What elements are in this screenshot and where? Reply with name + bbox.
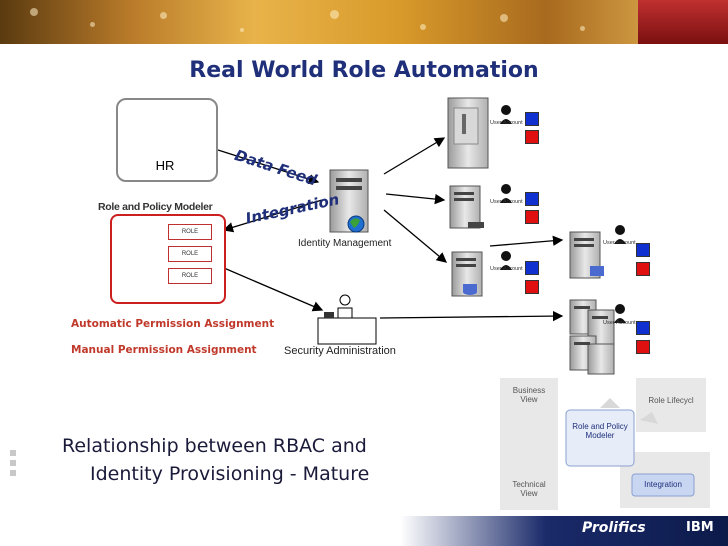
lifecycle-diagram xyxy=(500,378,710,510)
account-red-square xyxy=(525,210,539,224)
role-box: ROLE xyxy=(168,246,212,262)
idm-to-server2-arrow xyxy=(385,193,446,205)
header-banner xyxy=(0,0,728,44)
identity-management-label: Identity Management xyxy=(298,238,392,249)
account-blue-square xyxy=(636,243,650,257)
header-accent xyxy=(638,0,728,44)
target-server-2-icon xyxy=(449,185,484,229)
user-account-label: User Account xyxy=(603,240,636,246)
footer-bar xyxy=(0,516,728,546)
business-view-label: Business View xyxy=(512,386,546,404)
data-feed-arrow xyxy=(217,149,320,185)
idm-to-server3-arrow xyxy=(383,209,447,263)
automatic-assignment-label: Automatic Permission Assignment xyxy=(71,318,275,330)
target-server-1-icon xyxy=(447,97,489,169)
manual-assignment-label: Manual Permission Assignment xyxy=(71,344,257,356)
technical-view-panel xyxy=(500,430,558,510)
account-red-square xyxy=(525,130,539,144)
hr-label: HR xyxy=(155,158,175,173)
lifecycle-integration-label: Integration xyxy=(644,480,682,489)
server-chain-arrow xyxy=(489,235,564,247)
security-administration-label: Security Administration xyxy=(284,345,396,357)
account-blue-square xyxy=(525,112,539,126)
account-red-square xyxy=(525,280,539,294)
subtitle-line-2: Identity Provisioning - Mature xyxy=(90,463,370,485)
technical-view-label: Technical View xyxy=(512,480,546,498)
secadmin-to-server-arrow xyxy=(379,310,564,322)
role-box: ROLE xyxy=(168,224,212,240)
idm-to-server1-arrow xyxy=(383,137,446,175)
modeler-label: Role and Policy Modeler xyxy=(98,201,213,213)
identity-management-server-icon xyxy=(329,169,369,233)
user-account-label: User Account xyxy=(490,266,523,272)
account-blue-square xyxy=(525,261,539,275)
account-red-square xyxy=(636,262,650,276)
subtitle-line-1: Relationship between RBAC and xyxy=(62,435,367,457)
account-blue-square xyxy=(525,192,539,206)
slide-subtitle: Relationship between RBAC and Identity P… xyxy=(62,432,442,488)
user-account-label: User Account xyxy=(490,120,523,126)
user-account-label: User Account xyxy=(603,320,636,326)
user-account-person-icons xyxy=(500,105,626,323)
modeler-box: ROLE ROLE ROLE xyxy=(110,214,226,304)
target-server-3-icon xyxy=(451,251,483,297)
flow-arrows xyxy=(217,137,564,322)
lifecycle-center-label: Role and Policy Modeler xyxy=(572,422,628,440)
hr-box xyxy=(116,98,218,182)
business-view-panel xyxy=(500,378,558,432)
account-blue-square xyxy=(636,321,650,335)
target-server-4-icon xyxy=(569,231,604,279)
role-box: ROLE xyxy=(168,268,212,284)
role-lifecycle-panel xyxy=(636,378,706,432)
ibm-logo: IBM xyxy=(686,520,714,535)
side-decoration xyxy=(10,450,16,480)
role-lifecycle-label: Role Lifecycl xyxy=(648,396,694,405)
integration-arrow xyxy=(222,199,323,233)
server-cluster-icon xyxy=(569,299,615,375)
user-account-label: User Account xyxy=(490,199,523,205)
brand-logo: Prolifics xyxy=(582,520,646,536)
center-panel xyxy=(565,409,635,467)
account-red-square xyxy=(636,340,650,354)
page-title: Real World Role Automation xyxy=(189,58,539,83)
security-admin-icon xyxy=(317,294,377,345)
modeler-to-secadmin-arrow xyxy=(223,267,324,312)
